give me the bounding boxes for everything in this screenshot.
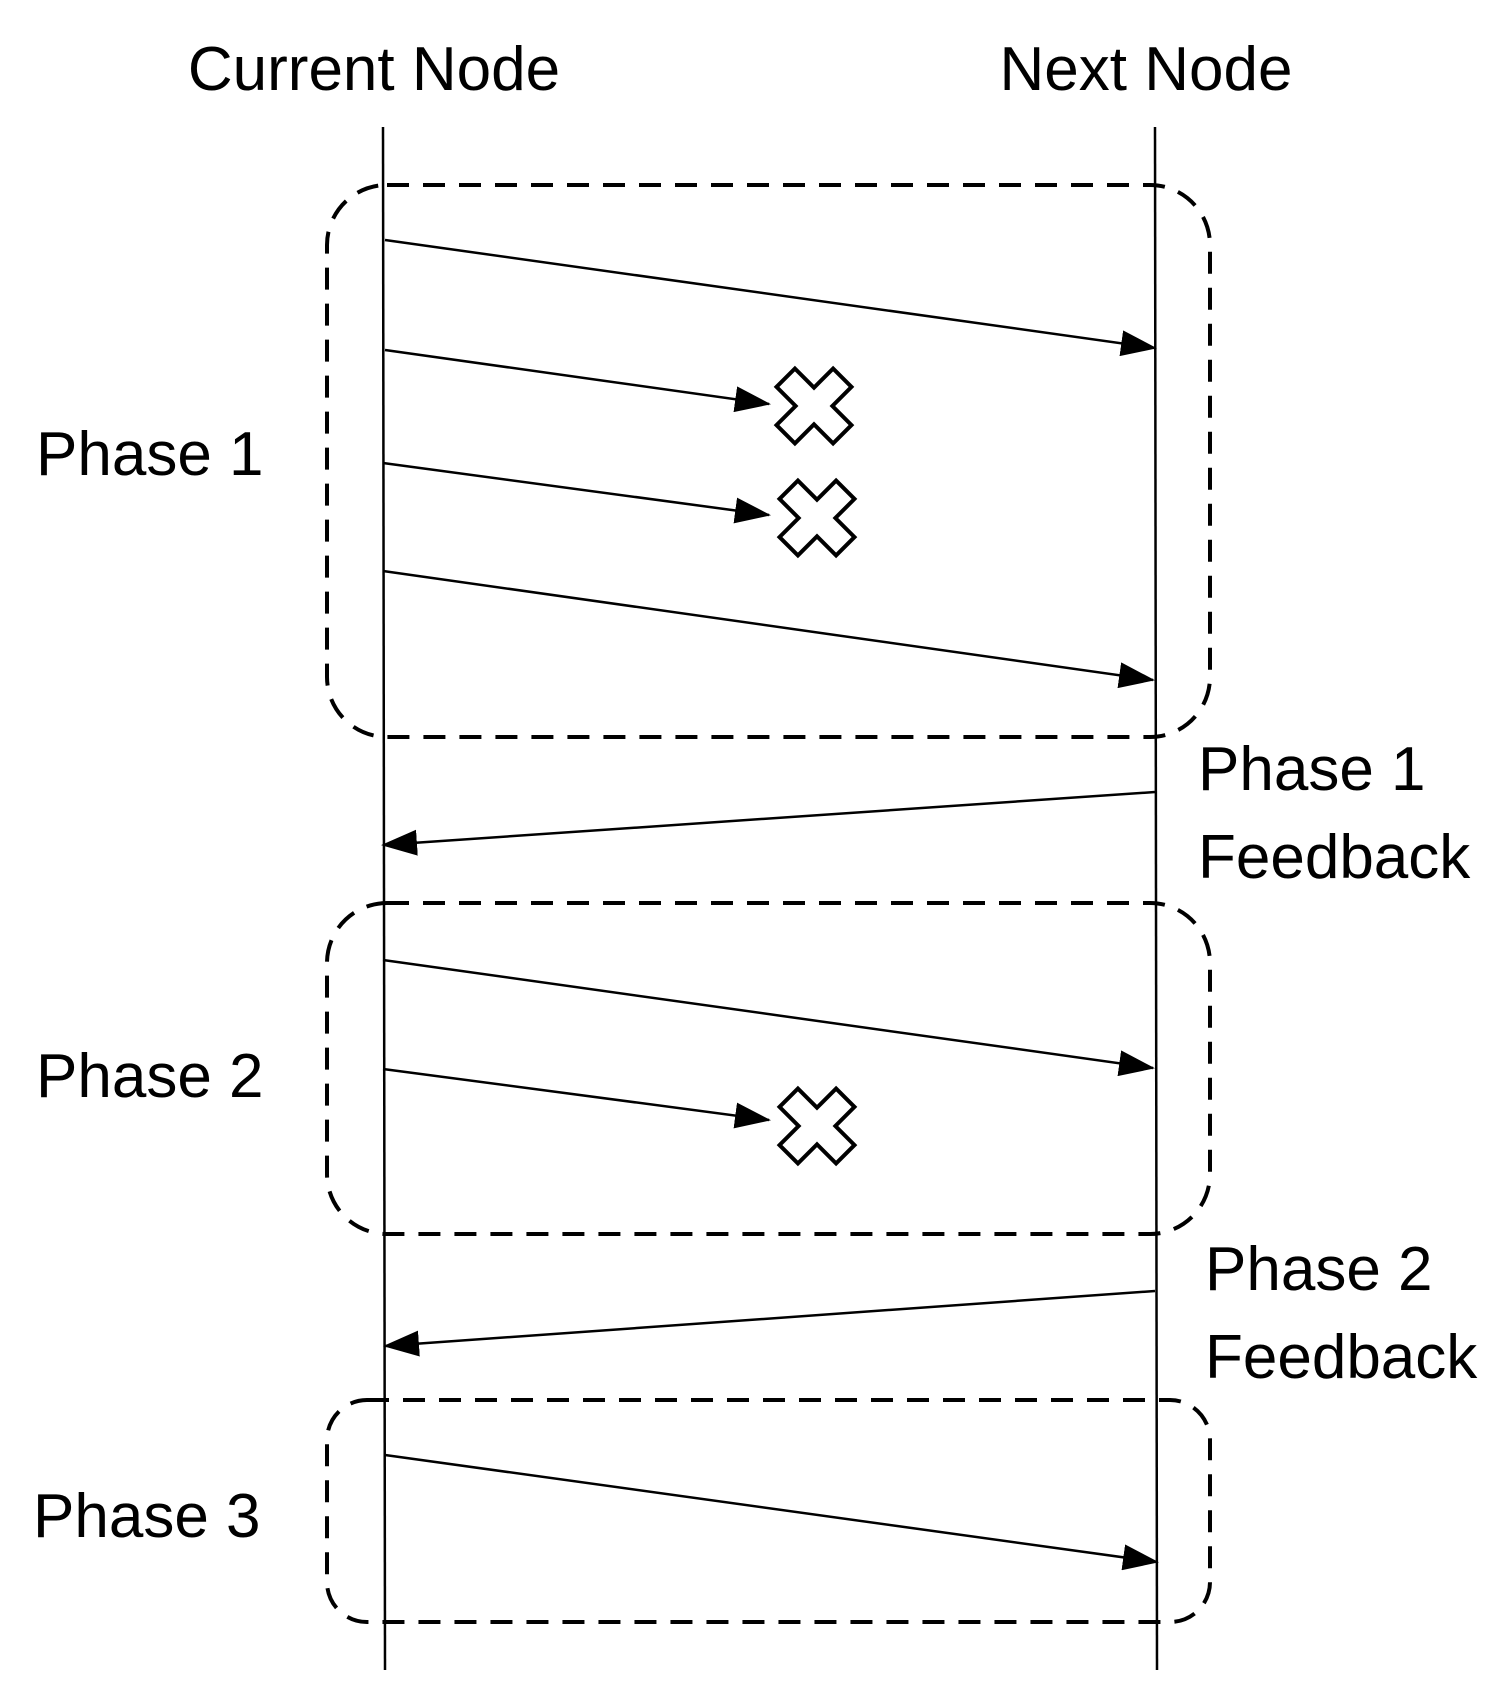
- phase-1-packet-2-arrow-lost: [384, 348, 771, 413]
- phase-2-packet-1-arrow: [382, 958, 1155, 1077]
- phase-1-packet-3-arrow-lost: [382, 461, 771, 524]
- phase-2-feedback-arrow: [383, 1289, 1156, 1357]
- phase-2-feedback-label-line1: Phase 2: [1205, 1235, 1433, 1304]
- packet-lost-icon: [776, 1085, 858, 1167]
- phase-2-label: Phase 2: [36, 1042, 264, 1111]
- phase-1-packet-4-arrow: [382, 569, 1155, 689]
- phase-3-box: [325, 1398, 1212, 1624]
- phase-2-feedback-label-line2: Feedback: [1205, 1323, 1478, 1392]
- phase-2-box: [325, 901, 1212, 1236]
- current-node-lifeline: [381, 126, 387, 1671]
- phase-3-label: Phase 3: [33, 1482, 261, 1551]
- packet-lost-icon: [776, 477, 858, 559]
- packet-lost-icon: [773, 365, 855, 447]
- phase-1-feedback-arrow: [381, 790, 1156, 856]
- phase-1-feedback-label-line2: Feedback: [1198, 823, 1471, 892]
- phase-1-packet-1-arrow: [384, 238, 1157, 357]
- header-next-node: Next Node: [1000, 35, 1293, 104]
- next-node-lifeline: [1153, 126, 1159, 1671]
- header-current-node: Current Node: [188, 35, 560, 104]
- phase-1-label: Phase 1: [36, 420, 264, 489]
- phase-3-packet-1-arrow: [384, 1453, 1159, 1571]
- phase-2-packet-2-arrow-lost: [382, 1067, 771, 1129]
- phase-1-feedback-label-line1: Phase 1: [1198, 735, 1426, 804]
- phase-1-box: [325, 183, 1212, 739]
